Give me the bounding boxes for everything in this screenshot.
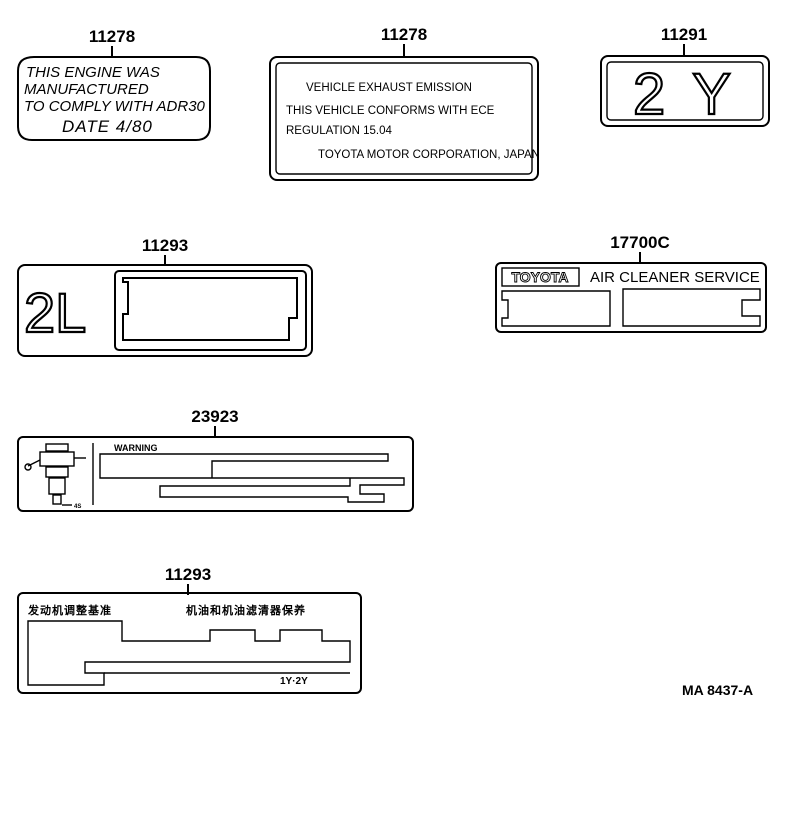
engine-manufacture-label-group: 11278 THIS ENGINE WAS MANUFACTURED TO CO… [17, 27, 211, 141]
tune-up-right-heading: 机油和机油滤清器保养 [186, 603, 306, 617]
engine-manufacture-date: DATE 4/80 [62, 117, 153, 136]
engine-manufacture-label [17, 56, 211, 141]
warning-title: WARNING [114, 443, 158, 453]
part-number-11293-b: 11293 [165, 565, 211, 584]
part-number-11291: 11291 [661, 25, 707, 44]
air-cleaner-title: AIR CLEANER SERVICE [590, 269, 760, 286]
injector-warning-label-group: 23923 4S WARNING [17, 407, 414, 512]
china-tune-up-label-group: 11293 发动机调整基准 机油和机油滤清器保养 1Y·2Y [17, 565, 362, 694]
engine-2y-text: 2 Y [633, 62, 737, 127]
part-number-11278-b: 11278 [381, 25, 427, 44]
warning-blank-area [99, 453, 405, 503]
china-tune-up-label [17, 592, 362, 694]
toyota-logo-box [501, 267, 580, 287]
part-number-11293-a: 11293 [142, 236, 188, 255]
exhaust-emission-line-4: TOYOTA MOTOR CORPORATION, JAPAN [318, 149, 540, 161]
exhaust-emission-line-2: THIS VEHICLE CONFORMS WITH ECE [286, 105, 495, 117]
part-number-17700c: 17700C [610, 233, 670, 252]
engine-manufacture-line-1: THIS ENGINE WAS [26, 64, 160, 81]
engine-2y-label [600, 55, 770, 127]
engine-2l-blank-inner [122, 277, 298, 341]
engine-2y-inner-border [606, 61, 764, 121]
air-cleaner-blank-left [501, 290, 611, 327]
air-cleaner-label [495, 262, 767, 333]
engine-manufacture-line-3: TO COMPLY WITH ADR30 [24, 98, 206, 115]
fuel-injector-illustration: 4S [24, 443, 86, 510]
tune-up-model: 1Y·2Y [280, 676, 308, 687]
tune-up-left-heading: 发动机调整基准 [27, 603, 112, 617]
engine-2l-blank-panel [114, 270, 307, 351]
part-number-23923: 23923 [191, 407, 238, 426]
exhaust-emission-line-3: REGULATION 15.04 [286, 125, 392, 137]
engine-manufacture-line-2: MANUFACTURED [24, 81, 149, 98]
exhaust-emission-label-group: 11278 VEHICLE EXHAUST EMISSION THIS VEHI… [269, 25, 540, 181]
engine-2l-label-group: 11293 2L [17, 236, 313, 357]
engine-2y-label-group: 11291 2 Y [600, 25, 770, 128]
toyota-logo: TOYOTA [511, 269, 568, 285]
part-number-11278-a: 11278 [89, 27, 135, 46]
svg-text:4S: 4S [74, 504, 81, 510]
exhaust-emission-inner-border [275, 62, 533, 175]
diagram-reference: MA 8437-A [682, 682, 753, 698]
exhaust-emission-line-1: VEHICLE EXHAUST EMISSION [306, 82, 472, 94]
engine-2l-text: 2L [24, 281, 86, 344]
injector-warning-label [17, 436, 414, 512]
exhaust-emission-label [269, 56, 539, 181]
air-cleaner-label-group: 17700C TOYOTA AIR CLEANER SERVICE [495, 233, 767, 333]
engine-2l-label [17, 264, 313, 357]
air-cleaner-blank-right [622, 288, 761, 327]
